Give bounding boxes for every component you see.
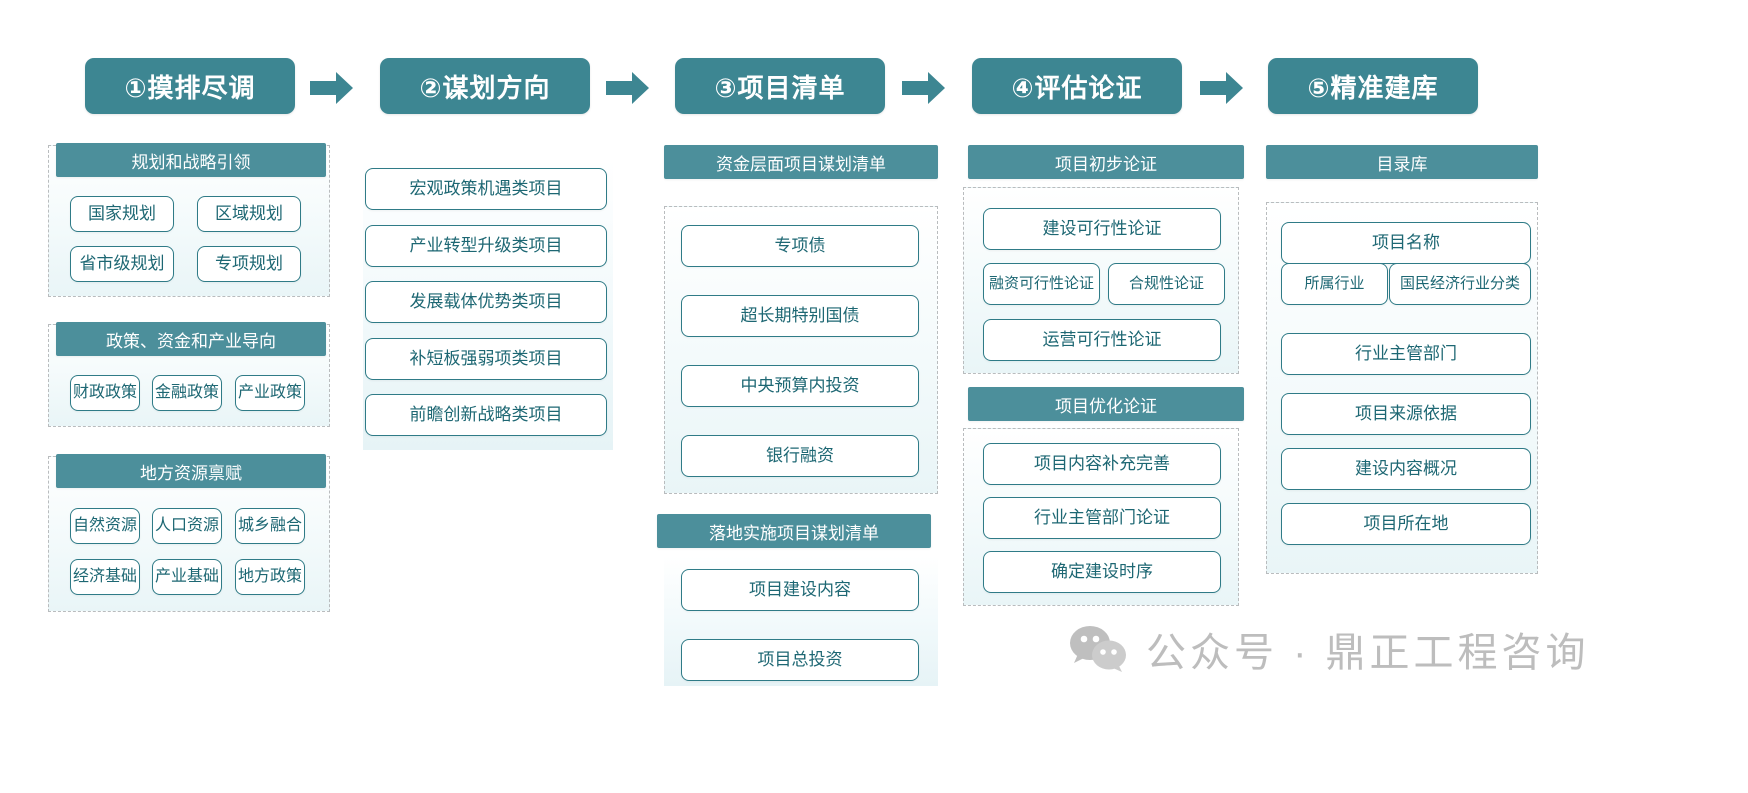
stage-header-2[interactable]: ②谋划方向	[380, 58, 590, 114]
col1-item-chanye-zhengce[interactable]: 产业政策	[235, 375, 305, 411]
col1-item-jingji-jichu[interactable]: 经济基础	[70, 559, 140, 595]
col3-group-1-title: 资金层面项目谋划清单	[664, 145, 938, 179]
col1-item-difang-zhengce[interactable]: 地方政策	[235, 559, 305, 595]
col5-item-suozaidi[interactable]: 项目所在地	[1281, 503, 1531, 545]
wechat-icon	[1068, 623, 1130, 675]
col2-item-chanye-zhuanxing[interactable]: 产业转型升级类项目	[365, 225, 607, 267]
col2-item-qianzhan-chuangxin[interactable]: 前瞻创新战略类项目	[365, 394, 607, 436]
watermark: 公众号 · 鼎正工程咨询	[1068, 620, 1590, 678]
col4-item-jianshe-shixu[interactable]: 确定建设时序	[983, 551, 1221, 593]
stage-header-1[interactable]: ①摸排尽调	[85, 58, 295, 114]
col1-item-chengxiang-ronghe[interactable]: 城乡融合	[235, 508, 305, 544]
col5-group-1-title: 目录库	[1266, 145, 1538, 179]
stage-header-4[interactable]: ④评估论证	[972, 58, 1182, 114]
col5-item-jianshe-neirong-gaikuang[interactable]: 建设内容概况	[1281, 448, 1531, 490]
stage-header-5[interactable]: ⑤精准建库	[1268, 58, 1478, 114]
col4-group-2-title: 项目优化论证	[968, 387, 1244, 421]
col5-item-laiyuan-yiju[interactable]: 项目来源依据	[1281, 393, 1531, 435]
col3-group-2-title: 落地实施项目谋划清单	[657, 514, 931, 548]
col1-group-1-title: 规划和战略引领	[56, 143, 326, 177]
arrow-right-icon-3	[902, 68, 946, 108]
col5-item-guomin-jingji-hangye-fenlei[interactable]: 国民经济行业分类	[1389, 263, 1531, 305]
col5-item-suoshu-hangye[interactable]: 所属行业	[1281, 263, 1388, 305]
col1-item-zhuanxiang-guihua[interactable]: 专项规划	[197, 246, 301, 282]
col2-item-fazhan-zaiti[interactable]: 发展载体优势类项目	[365, 281, 607, 323]
arrow-right-icon-1	[310, 68, 354, 108]
col2-item-buduanban[interactable]: 补短板强弱项类项目	[365, 338, 607, 380]
col4-item-jianshe-kexingxing[interactable]: 建设可行性论证	[983, 208, 1221, 250]
col1-item-ziran-ziyuan[interactable]: 自然资源	[70, 508, 140, 544]
col4-group-1-title: 项目初步论证	[968, 145, 1244, 179]
col3-item-zhongyang-yusuan[interactable]: 中央预算内投资	[681, 365, 919, 407]
col1-item-jinrong-zhengce[interactable]: 金融政策	[152, 375, 222, 411]
col1-group-3-title: 地方资源禀赋	[56, 454, 326, 488]
col5-item-hangye-zhuguan-bumen[interactable]: 行业主管部门	[1281, 333, 1531, 375]
col3-item-zhuanxiangzhai[interactable]: 专项债	[681, 225, 919, 267]
stage-header-3[interactable]: ③项目清单	[675, 58, 885, 114]
col5-item-xiangmu-mingcheng[interactable]: 项目名称	[1281, 222, 1531, 264]
arrow-right-icon-4	[1200, 68, 1244, 108]
col4-item-hangye-zhuguan[interactable]: 行业主管部门论证	[983, 497, 1221, 539]
col4-item-heguixing[interactable]: 合规性论证	[1108, 263, 1225, 305]
col3-item-yinhang-rongzi[interactable]: 银行融资	[681, 435, 919, 477]
col3-item-guozhai[interactable]: 超长期特别国债	[681, 295, 919, 337]
col3-item-jianshe-neirong[interactable]: 项目建设内容	[681, 569, 919, 611]
arrow-right-icon-2	[606, 68, 650, 108]
col4-item-neirong-buchong[interactable]: 项目内容补充完善	[983, 443, 1221, 485]
col4-item-yunying-kexingxing[interactable]: 运营可行性论证	[983, 319, 1221, 361]
col1-item-renkou-ziyuan[interactable]: 人口资源	[152, 508, 222, 544]
col2-item-hongguan[interactable]: 宏观政策机遇类项目	[365, 168, 607, 210]
col1-item-guojia-guihua[interactable]: 国家规划	[70, 196, 174, 232]
col4-item-rongzi-kexingxing[interactable]: 融资可行性论证	[983, 263, 1100, 305]
col1-item-quyu-guihua[interactable]: 区域规划	[197, 196, 301, 232]
col1-item-chanye-jichu[interactable]: 产业基础	[152, 559, 222, 595]
col3-item-zongtouzi[interactable]: 项目总投资	[681, 639, 919, 681]
watermark-text: 公众号 · 鼎正工程咨询	[1146, 631, 1590, 675]
col1-group-2-title: 政策、资金和产业导向	[56, 322, 326, 356]
col1-item-shengshi-guihua[interactable]: 省市级规划	[70, 246, 174, 282]
col1-item-caizheng-zhengce[interactable]: 财政政策	[70, 375, 140, 411]
